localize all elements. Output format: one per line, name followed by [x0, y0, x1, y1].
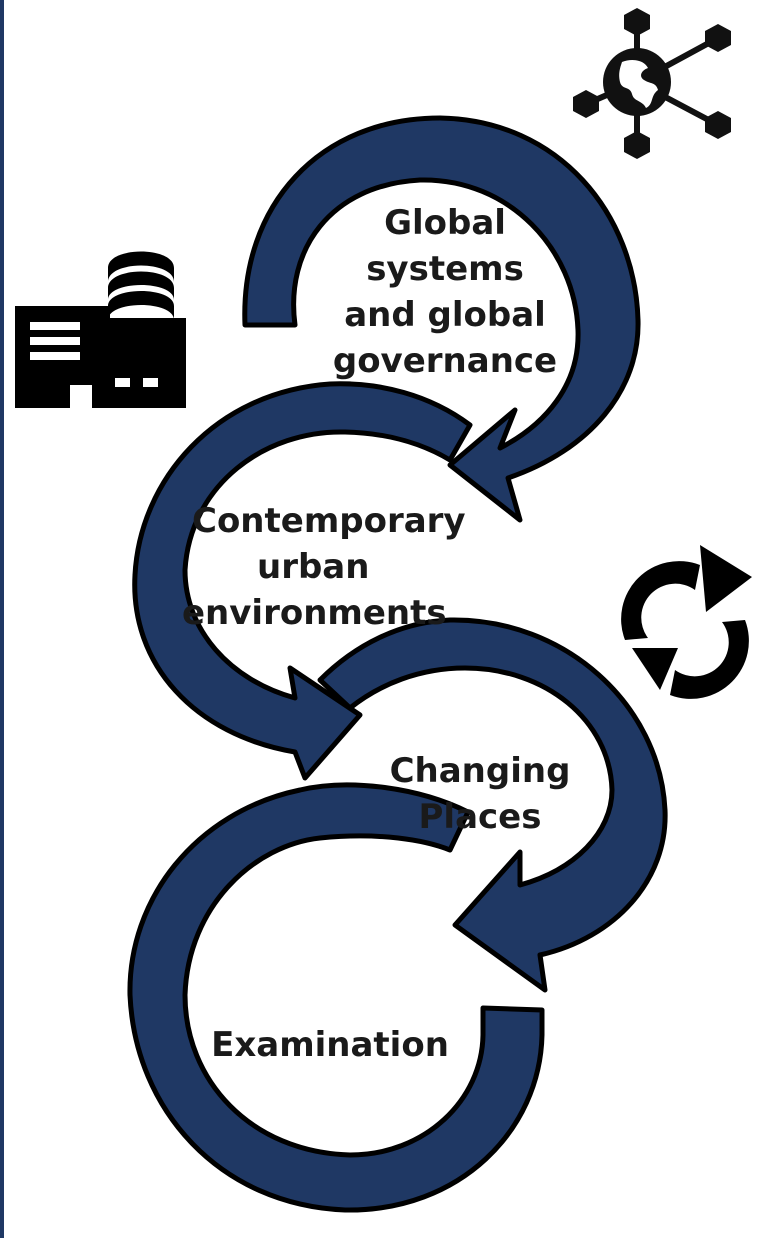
stage-label-urban-environments: Contemporary urban environments [182, 498, 502, 636]
arrow-examination [127, 782, 545, 1213]
left-edge-strip [0, 0, 4, 1238]
label-line: Global [384, 203, 506, 243]
globe-network-icon [573, 8, 731, 159]
label-line: environments [182, 593, 447, 633]
arrow-urban-environments [132, 381, 473, 781]
label-line: systems [366, 249, 524, 289]
arrow-global-systems [242, 115, 641, 523]
stage-label-examination: Examination [195, 1022, 465, 1068]
label-line: Changing [389, 751, 571, 791]
label-line: Places [418, 797, 542, 837]
label-line: Contemporary [192, 501, 466, 541]
factory-icon [15, 251, 186, 408]
label-line: urban [257, 547, 370, 587]
label-line: and global [344, 295, 546, 335]
stage-label-global-systems: Global systems and global governance [320, 200, 570, 384]
label-line: Examination [211, 1025, 449, 1065]
stage-label-changing-places: Changing Places [375, 748, 585, 840]
arrow-changing-places [317, 617, 668, 993]
label-line: governance [332, 341, 558, 381]
refresh-cycle-icon [621, 545, 752, 699]
